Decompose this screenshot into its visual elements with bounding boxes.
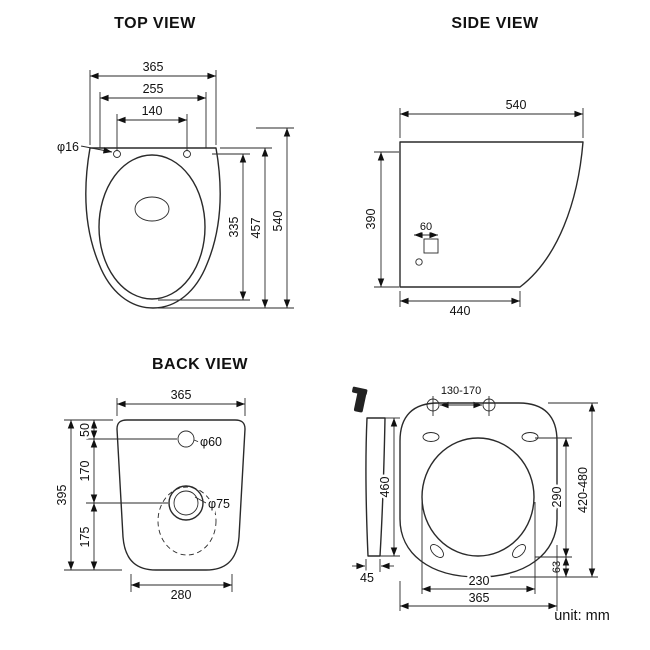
dim-label-top-335: 335 [227,217,241,238]
dim-label-side-540: 540 [506,98,527,112]
seat-damper-icon [352,386,368,413]
dim-top-bowl-inner-length [158,153,250,301]
top-view-drain [134,196,170,222]
dim-label-top-140: 140 [142,104,163,118]
dim-label-back-365: 365 [171,388,192,402]
dim-label-seat-bolt-spacing: 130-170 [441,385,481,397]
back-view: BACK VIEW 365 50 170 175 395 φ60 φ75 [53,356,248,605]
dim-label-side-60: 60 [420,221,432,233]
dim-back-bottom-width [130,574,233,592]
back-view-title: BACK VIEW [152,356,248,373]
dim-side-height [374,151,399,288]
seat-bumper-right [512,544,526,558]
dim-top-bowl-length [158,147,294,309]
dim-label-seat-45: 45 [360,571,374,585]
dim-label-seat-420-480: 420-480 [576,467,590,513]
dim-seat-pan-length [380,417,400,557]
back-view-outlet-outer [168,485,204,521]
dim-label-back-395: 395 [55,485,69,506]
dim-label-top-365: 365 [143,60,164,74]
seat-hinge-cap-right [521,432,539,442]
top-view-pan-outline [85,147,221,309]
dim-label-back-50: 50 [78,423,92,437]
dim-top-hinge-spacing [116,114,188,150]
dim-seat-profile-width [352,559,394,572]
top-view-hinge-hole-right [183,150,191,158]
dim-label-side-390: 390 [364,209,378,230]
dim-label-back-280: 280 [171,588,192,602]
side-view-title: SIDE VIEW [451,15,539,32]
dim-top-seat-width [99,92,207,148]
dim-seat-bottom-widths [399,502,558,611]
top-view: TOP VIEW 365 255 140 φ16 [55,15,294,309]
dim-label-side-440: 440 [450,304,471,318]
dim-label-top-540: 540 [271,211,285,232]
seat-opening [421,437,535,557]
back-view-inlet-hole [177,430,195,448]
leader-outlet [194,496,207,504]
leader-hinge-hole [80,145,113,154]
seat-bumper-left [430,544,444,558]
dim-label-seat-290: 290 [550,487,564,508]
dim-back-left-chain [64,419,177,571]
dim-top-depth-overall [256,127,294,308]
side-view-pan-outline [399,141,584,288]
back-view-outlet-inner [173,490,199,516]
top-view-hinge-hole-left [113,150,121,158]
dim-side-bottom-depth [399,291,521,307]
unit-label: unit: mm [554,608,610,624]
dim-top-width-overall [89,70,217,145]
dim-label-seat-230: 230 [469,574,490,588]
dim-label-back-phi60: φ60 [200,435,222,449]
seat-mounting-bolts [426,396,496,416]
dim-side-depth-overall [399,108,584,138]
dim-label-top-255: 255 [143,82,164,96]
top-view-bowl-rim [98,154,206,300]
side-view: SIDE VIEW 540 390 60 440 [362,15,584,321]
top-view-title: TOP VIEW [114,15,196,32]
leader-inlet [193,439,200,443]
back-view-pan-outline [116,419,246,571]
back-view-bowl-hidden-line [157,486,217,556]
dim-label-back-170: 170 [78,461,92,482]
dim-label-back-175: 175 [78,527,92,548]
seat-lid-outline [399,402,558,578]
dim-label-back-phi75: φ75 [208,497,230,511]
dim-back-top-width [116,398,246,416]
dim-label-seat-460: 460 [378,477,392,498]
dim-label-seat-365: 365 [469,591,490,605]
dim-label-top-457: 457 [249,218,263,239]
side-fixing-detail [414,231,439,266]
seat-hinge-cap-left [422,432,440,442]
seat-view: 130-170 460 45 [352,383,598,611]
dim-label-top-phi16: φ16 [57,140,79,154]
dim-seat-right-chain [510,402,598,578]
